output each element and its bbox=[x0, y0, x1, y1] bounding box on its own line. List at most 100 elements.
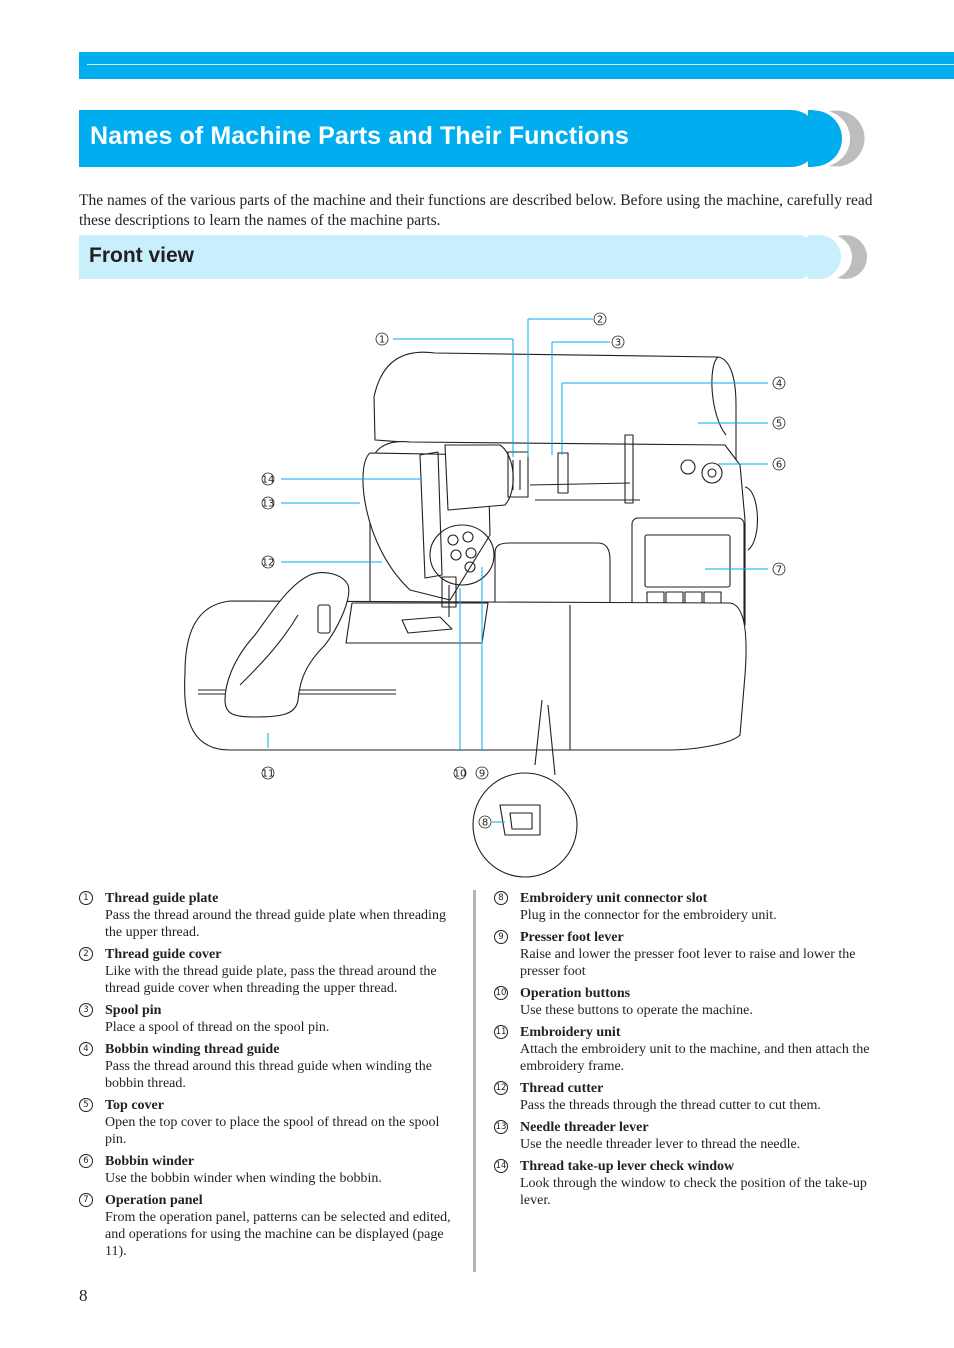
callout-10: 10 bbox=[453, 766, 467, 780]
part-number: 3 bbox=[79, 1003, 93, 1017]
part-number: 1 bbox=[79, 891, 93, 905]
part-name: Bobbin winder bbox=[105, 1154, 195, 1169]
part-name: Top cover bbox=[105, 1098, 164, 1113]
page-title: Names of Machine Parts and Their Functio… bbox=[90, 122, 630, 150]
callout-7: 7 bbox=[772, 562, 786, 576]
part-description: Use the bobbin winder when winding the b… bbox=[105, 1171, 382, 1186]
callout-4: 4 bbox=[772, 376, 786, 390]
part-description: Plug in the connector for the embroidery… bbox=[520, 908, 777, 923]
svg-text:2: 2 bbox=[597, 315, 603, 326]
callout-8: 8 bbox=[478, 815, 492, 829]
svg-text:10: 10 bbox=[454, 769, 467, 780]
svg-text:9: 9 bbox=[479, 769, 485, 780]
part-number: 14 bbox=[494, 1159, 508, 1173]
part-description: Use the needle threader lever to thread … bbox=[520, 1137, 801, 1152]
callout-14: 14 bbox=[261, 472, 275, 486]
part-description: Like with the thread guide plate, pass t… bbox=[105, 964, 437, 996]
part-number: 9 bbox=[494, 930, 508, 944]
part-description: Pass the thread around this thread guide… bbox=[105, 1059, 432, 1091]
part-name: Embroidery unit bbox=[520, 1025, 621, 1040]
part-number: 5 bbox=[79, 1098, 93, 1112]
svg-text:8: 8 bbox=[482, 818, 488, 829]
part-description: From the operation panel, patterns can b… bbox=[105, 1210, 451, 1259]
section-decoration bbox=[808, 235, 867, 279]
part-description: Attach the embroidery unit to the machin… bbox=[520, 1042, 870, 1074]
part-number: 12 bbox=[494, 1081, 508, 1095]
sewing-machine-illustration: 1 2 3 4 5 6 7 8 9 10 11 12 13 14 bbox=[184, 312, 786, 878]
section-title: Front view bbox=[89, 244, 195, 267]
svg-text:13: 13 bbox=[262, 499, 275, 510]
part-description: Place a spool of thread on the spool pin… bbox=[105, 1020, 330, 1035]
svg-text:5: 5 bbox=[776, 419, 782, 430]
callout-6: 6 bbox=[772, 457, 786, 471]
svg-text:14: 14 bbox=[262, 475, 275, 486]
part-name: Thread guide cover bbox=[105, 947, 222, 962]
part-name: Thread cutter bbox=[520, 1081, 604, 1096]
part-description: Look through the window to check the pos… bbox=[520, 1176, 867, 1208]
callout-markers: 1 2 3 4 5 6 7 8 9 10 11 12 13 14 bbox=[261, 312, 786, 829]
part-name: Operation buttons bbox=[520, 986, 631, 1001]
part-description: Raise and lower the presser foot lever t… bbox=[520, 947, 856, 979]
part-number: 8 bbox=[494, 891, 508, 905]
part-name: Bobbin winding thread guide bbox=[105, 1042, 280, 1057]
part-number: 2 bbox=[79, 947, 93, 961]
callout-5: 5 bbox=[772, 416, 786, 430]
svg-text:7: 7 bbox=[776, 565, 782, 576]
svg-text:12: 12 bbox=[262, 558, 275, 569]
column-divider bbox=[473, 890, 476, 1272]
callout-3: 3 bbox=[611, 335, 625, 349]
title-decoration bbox=[808, 110, 865, 167]
svg-text:3: 3 bbox=[615, 338, 621, 349]
part-name: Spool pin bbox=[105, 1003, 162, 1018]
callout-11: 11 bbox=[261, 766, 275, 780]
section-banner: Front view bbox=[79, 235, 819, 279]
part-name: Thread take-up lever check window bbox=[520, 1159, 735, 1174]
svg-text:11: 11 bbox=[262, 769, 275, 780]
callout-2: 2 bbox=[593, 312, 607, 326]
part-name: Operation panel bbox=[105, 1193, 203, 1208]
header-rule bbox=[87, 64, 954, 65]
header-bar bbox=[79, 52, 954, 79]
callout-12: 12 bbox=[261, 555, 275, 569]
part-name: Embroidery unit connector slot bbox=[520, 891, 708, 906]
machine-figure: 1 2 3 4 5 6 7 8 9 10 11 12 13 14 bbox=[170, 305, 790, 880]
svg-text:4: 4 bbox=[776, 379, 782, 390]
part-number: 4 bbox=[79, 1042, 93, 1056]
svg-text:6: 6 bbox=[776, 460, 782, 471]
callout-9: 9 bbox=[475, 766, 489, 780]
part-name: Thread guide plate bbox=[105, 891, 219, 906]
part-number: 6 bbox=[79, 1154, 93, 1168]
part-number: 10 bbox=[494, 986, 508, 1000]
part-description: Pass the thread around the thread guide … bbox=[105, 908, 446, 940]
part-name: Needle threader lever bbox=[520, 1120, 649, 1135]
page-number: 8 bbox=[79, 1286, 88, 1305]
svg-text:1: 1 bbox=[379, 335, 385, 346]
part-description: Open the top cover to place the spool of… bbox=[105, 1115, 440, 1147]
part-number: 13 bbox=[494, 1120, 508, 1134]
part-description: Use these buttons to operate the machine… bbox=[520, 1003, 753, 1018]
title-banner: Names of Machine Parts and Their Functio… bbox=[79, 110, 819, 167]
callout-13: 13 bbox=[261, 496, 275, 510]
part-description: Pass the threads through the thread cutt… bbox=[520, 1098, 821, 1113]
callout-1: 1 bbox=[375, 332, 389, 346]
part-name: Presser foot lever bbox=[520, 930, 624, 945]
part-number: 11 bbox=[494, 1025, 508, 1039]
part-number: 7 bbox=[79, 1193, 93, 1207]
intro-text: The names of the various parts of the ma… bbox=[79, 191, 873, 230]
